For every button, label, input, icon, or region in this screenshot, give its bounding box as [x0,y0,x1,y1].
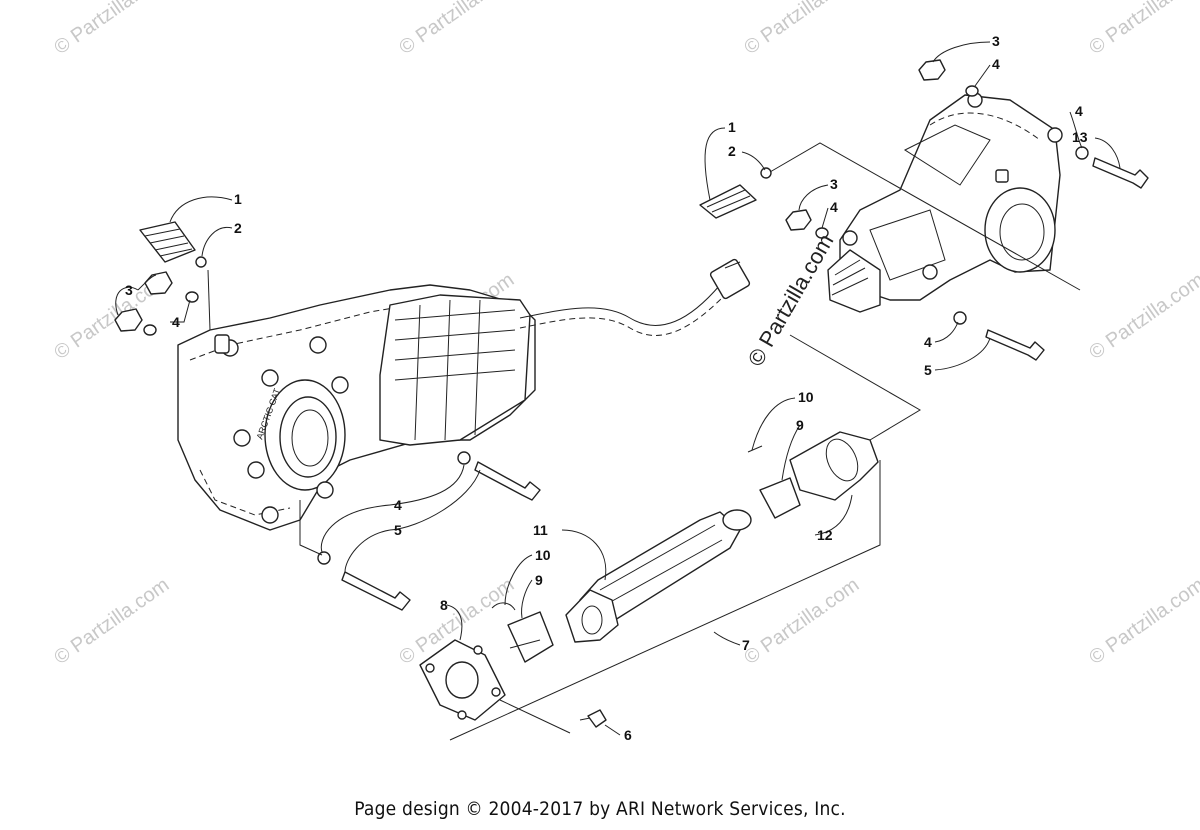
watermark: © Partzilla.com [50,574,173,669]
callout-10-lower[interactable]: 10 [535,547,551,563]
wiring-harness [519,258,751,336]
watermark: © Partzilla.com [50,0,173,59]
watermark: © Partzilla.com [740,574,863,669]
callout-4-left[interactable]: 4 [172,314,180,330]
callout-9-upper[interactable]: 9 [796,417,804,433]
callout-6[interactable]: 6 [624,727,632,743]
callout-1-right[interactable]: 1 [728,119,736,135]
callout-2-right[interactable]: 2 [728,143,736,159]
callout-2-left[interactable]: 2 [234,220,242,236]
callout-4-upper-right[interactable]: 4 [1075,103,1083,119]
callout-1-left[interactable]: 1 [234,191,242,207]
parts-diagram: © Partzilla.com © Partzilla.com © Partzi… [50,0,1200,743]
callout-12[interactable]: 12 [817,527,833,543]
callout-5-mid[interactable]: 5 [394,522,402,538]
breather-hose-right [699,167,772,219]
watermark: © Partzilla.com [1085,269,1200,364]
transmission-housing: ARCTIC CAT [177,284,536,531]
callout-8[interactable]: 8 [440,597,448,613]
callout-7[interactable]: 7 [742,637,750,653]
callout-4-lower-right[interactable]: 4 [924,334,932,350]
watermark: © Partzilla.com [1085,0,1200,59]
callout-3-top[interactable]: 3 [992,33,1000,49]
callout-13[interactable]: 13 [1072,129,1088,145]
callout-4-mid-right[interactable]: 4 [830,199,838,215]
callout-10-upper[interactable]: 10 [798,389,814,405]
front-differential [827,92,1063,313]
leader-lines [115,41,1121,741]
driveshaft-assembly [419,431,879,728]
watermark: © Partzilla.com [1085,574,1200,669]
watermark: © Partzilla.com [395,0,518,59]
callout-3-mid-right[interactable]: 3 [830,176,838,192]
fasteners-right [785,59,1149,361]
callout-9-lower[interactable]: 9 [535,572,543,588]
callouts: 1 2 3 4 4 5 1 2 3 4 4 13 3 4 4 5 10 9 12… [125,33,1088,743]
watermark-inline: © Partzilla.com [743,230,839,371]
callout-3-left[interactable]: 3 [125,282,133,298]
breather-hose-left [139,221,207,268]
callout-5-lower-right[interactable]: 5 [924,362,932,378]
callout-4-mid[interactable]: 4 [394,497,402,513]
watermark: © Partzilla.com [740,0,863,59]
callout-11[interactable]: 11 [533,522,548,538]
callout-4-top[interactable]: 4 [992,56,1000,72]
copyright-footer: Page design © 2004-2017 by ARI Network S… [354,798,846,820]
